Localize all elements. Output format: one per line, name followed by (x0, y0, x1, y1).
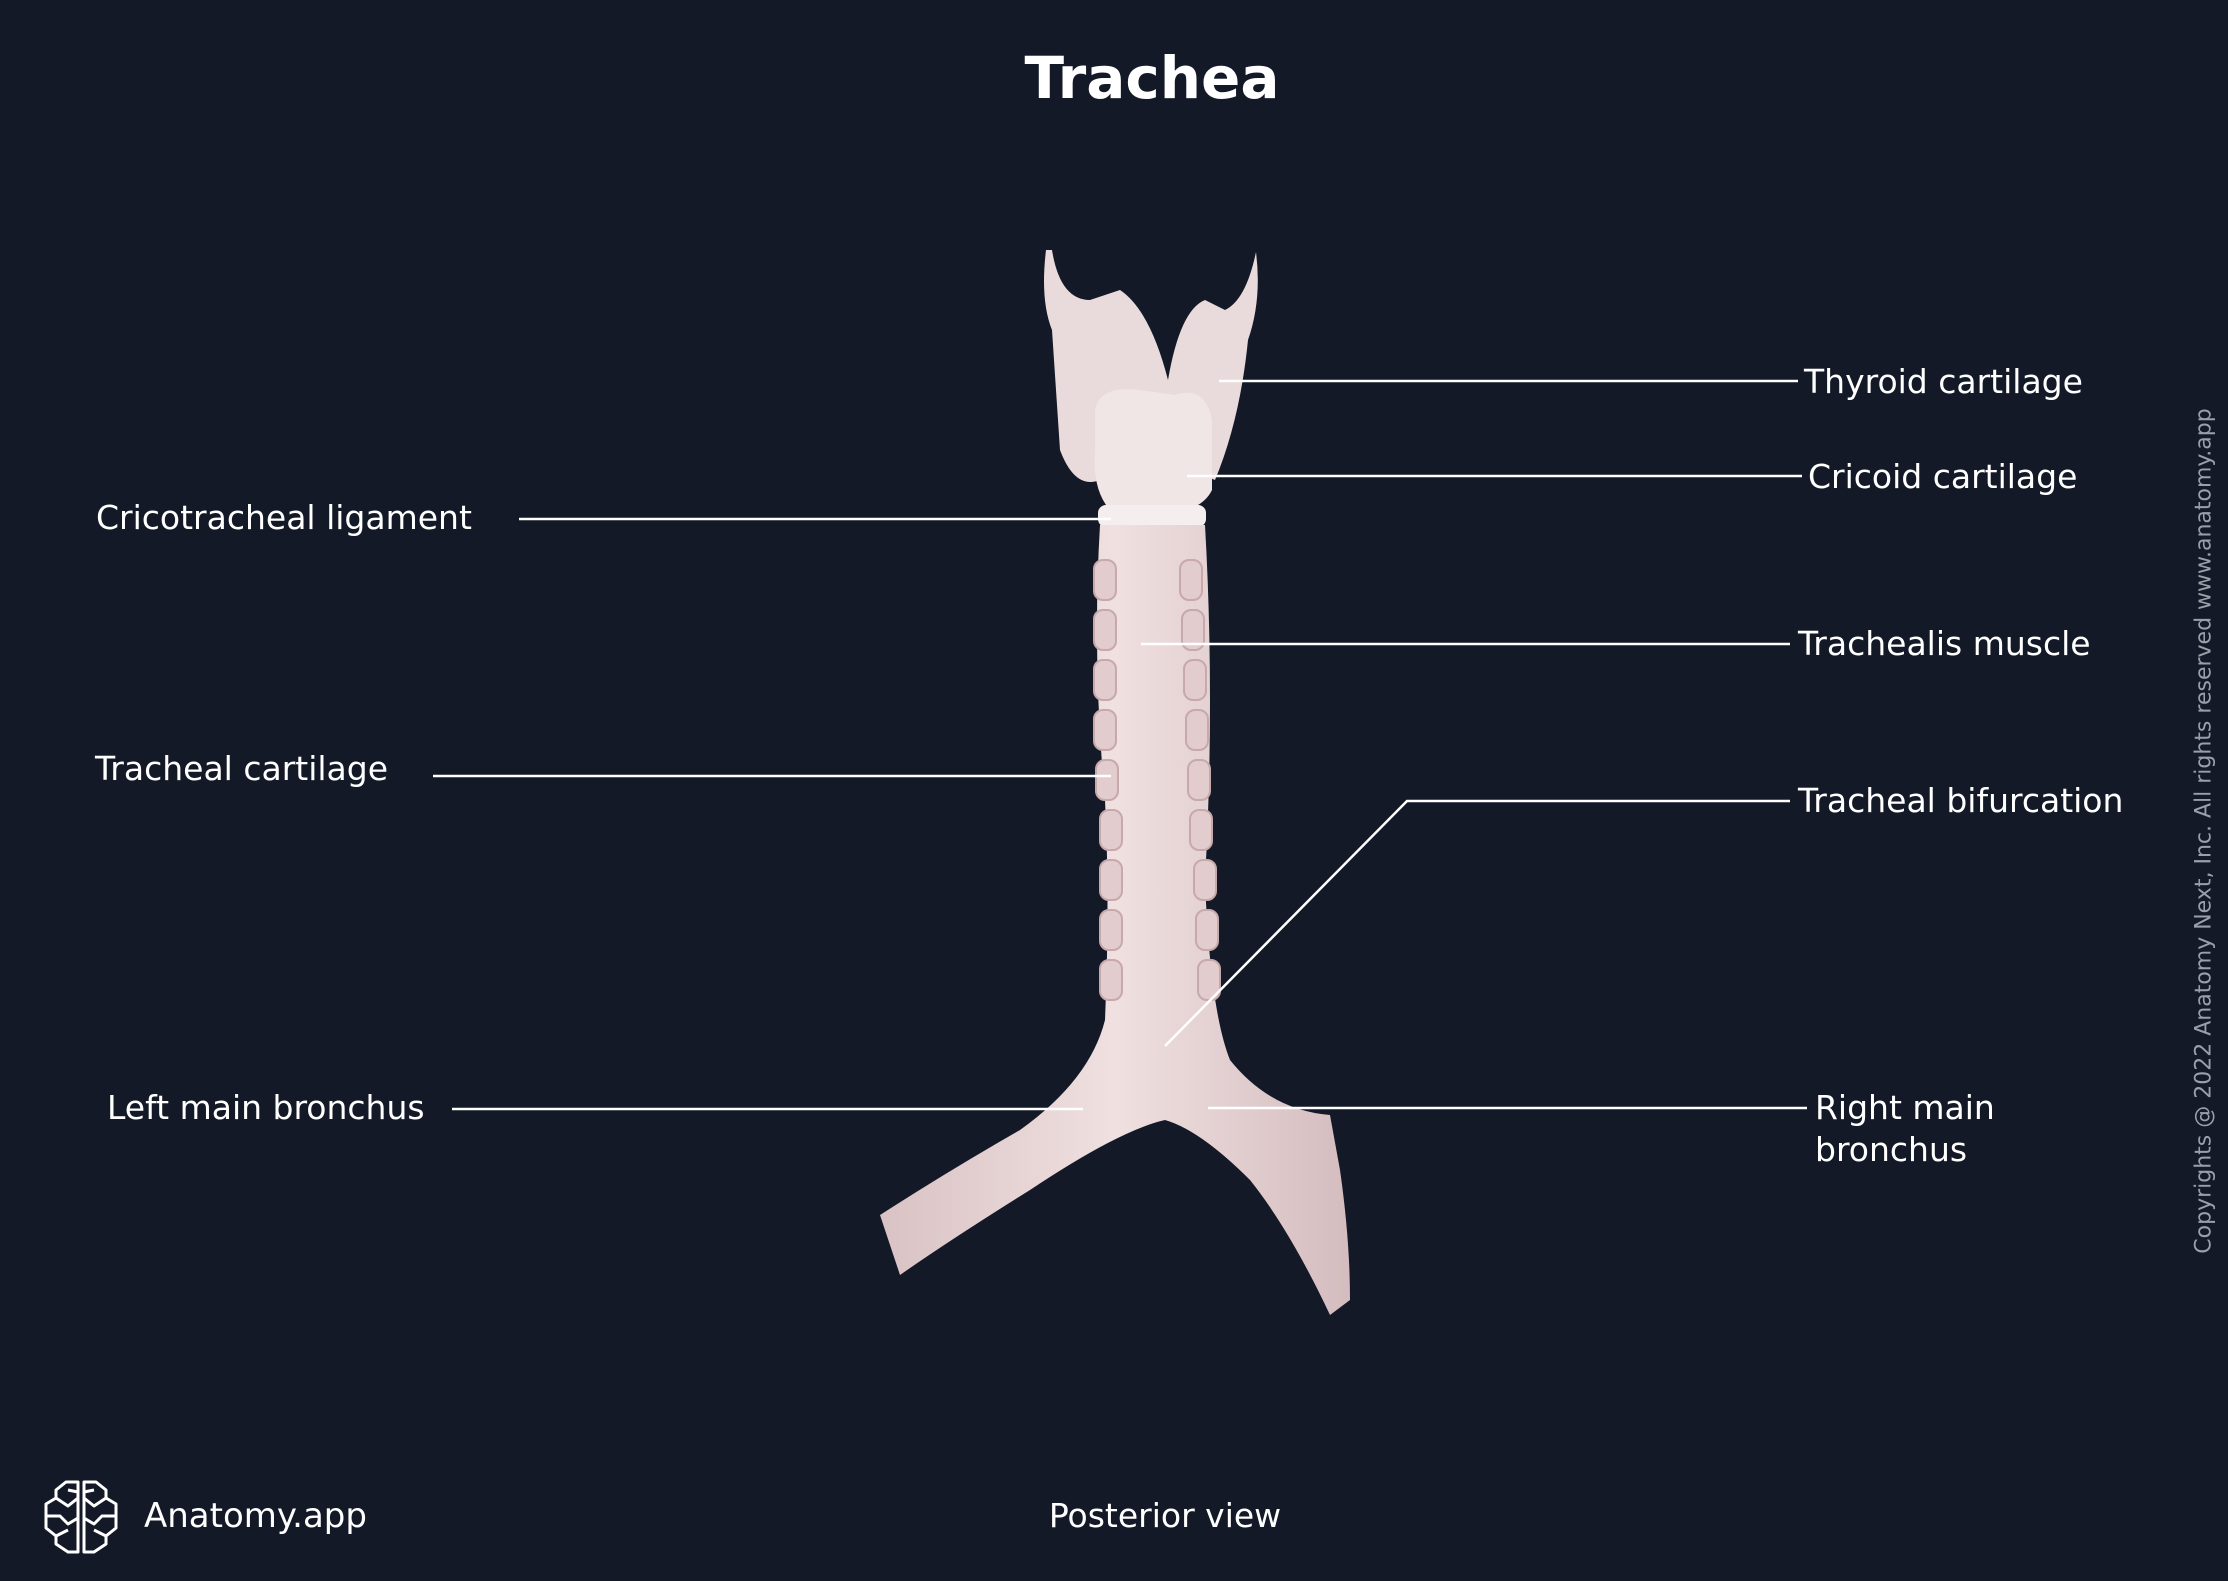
page-title: Trachea (1024, 44, 1280, 112)
brand-name: Anatomy.app (144, 1496, 367, 1536)
leader-lines (433, 379, 1807, 1111)
copyright-notice: Copyrights @ 2022 Anatomy Next, Inc. All… (2191, 408, 2217, 1254)
label-left-main-bronchus: Left main bronchus (107, 1088, 425, 1127)
label-right-main-bronchus-line2: bronchus (1815, 1130, 1968, 1169)
label-thyroid-cartilage: Thyroid cartilage (1804, 362, 2083, 401)
cricoid-cartilage-shape (1094, 389, 1212, 515)
label-tracheal-bifurcation: Tracheal bifurcation (1798, 781, 2124, 820)
brain-logo-icon (44, 1480, 118, 1554)
label-cricoid-cartilage: Cricoid cartilage (1808, 457, 2078, 496)
label-trachealis-muscle: Trachealis muscle (1798, 624, 2091, 663)
label-tracheal-cartilage: Tracheal cartilage (95, 749, 389, 788)
cricotracheal-ligament-shape (1098, 505, 1206, 527)
label-cricotracheal-ligament: Cricotracheal ligament (96, 498, 472, 537)
label-right-main-bronchus-line1: Right main (1815, 1088, 1995, 1127)
trachea-tube-shape (880, 525, 1350, 1315)
view-caption: Posterior view (1048, 1496, 1282, 1535)
